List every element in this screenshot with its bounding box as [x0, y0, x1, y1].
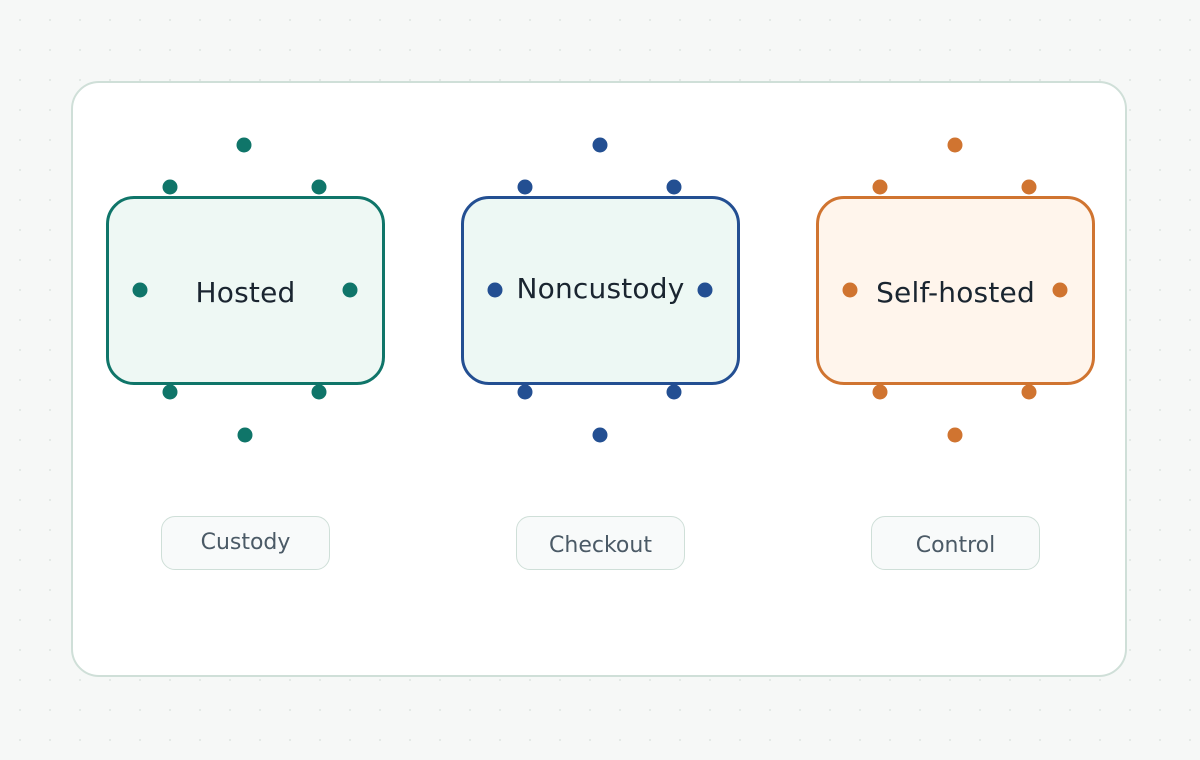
connection-handle[interactable] — [311, 179, 327, 195]
connection-handle[interactable] — [1021, 179, 1037, 195]
connection-handle[interactable] — [517, 179, 533, 195]
caption-custody: Custody — [161, 516, 330, 570]
connection-handle[interactable] — [872, 179, 888, 195]
connection-handle[interactable] — [666, 384, 682, 400]
caption-control: Control — [871, 516, 1040, 570]
connection-handle[interactable] — [947, 427, 963, 443]
connection-handle[interactable] — [842, 282, 858, 298]
connection-handle[interactable] — [162, 179, 178, 195]
connection-handle[interactable] — [1021, 384, 1037, 400]
caption-checkout-label: Checkout — [549, 532, 652, 558]
node-noncustody[interactable]: Noncustody — [461, 196, 740, 385]
node-hosted[interactable]: Hosted — [106, 196, 385, 385]
connection-handle[interactable] — [592, 427, 608, 443]
connection-handle[interactable] — [697, 282, 713, 298]
connection-handle[interactable] — [666, 179, 682, 195]
caption-control-label: Control — [915, 532, 996, 558]
connection-handle[interactable] — [237, 427, 253, 443]
connection-handle[interactable] — [236, 137, 252, 153]
node-noncustody-label: Noncustody — [516, 272, 685, 305]
caption-checkout: Checkout — [516, 516, 685, 570]
connection-handle[interactable] — [132, 282, 148, 298]
connection-handle[interactable] — [517, 384, 533, 400]
connection-handle[interactable] — [592, 137, 608, 153]
node-hosted-label: Hosted — [195, 275, 296, 309]
connection-handle[interactable] — [1052, 282, 1068, 298]
node-self-hosted[interactable]: Self-hosted — [816, 196, 1095, 385]
connection-handle[interactable] — [947, 137, 963, 153]
connection-handle[interactable] — [162, 384, 178, 400]
connection-handle[interactable] — [342, 282, 358, 298]
connection-handle[interactable] — [311, 384, 327, 400]
node-self-hosted-label: Self-hosted — [876, 275, 1035, 309]
caption-custody-label: Custody — [200, 529, 291, 555]
connection-handle[interactable] — [872, 384, 888, 400]
connection-handle[interactable] — [487, 282, 503, 298]
